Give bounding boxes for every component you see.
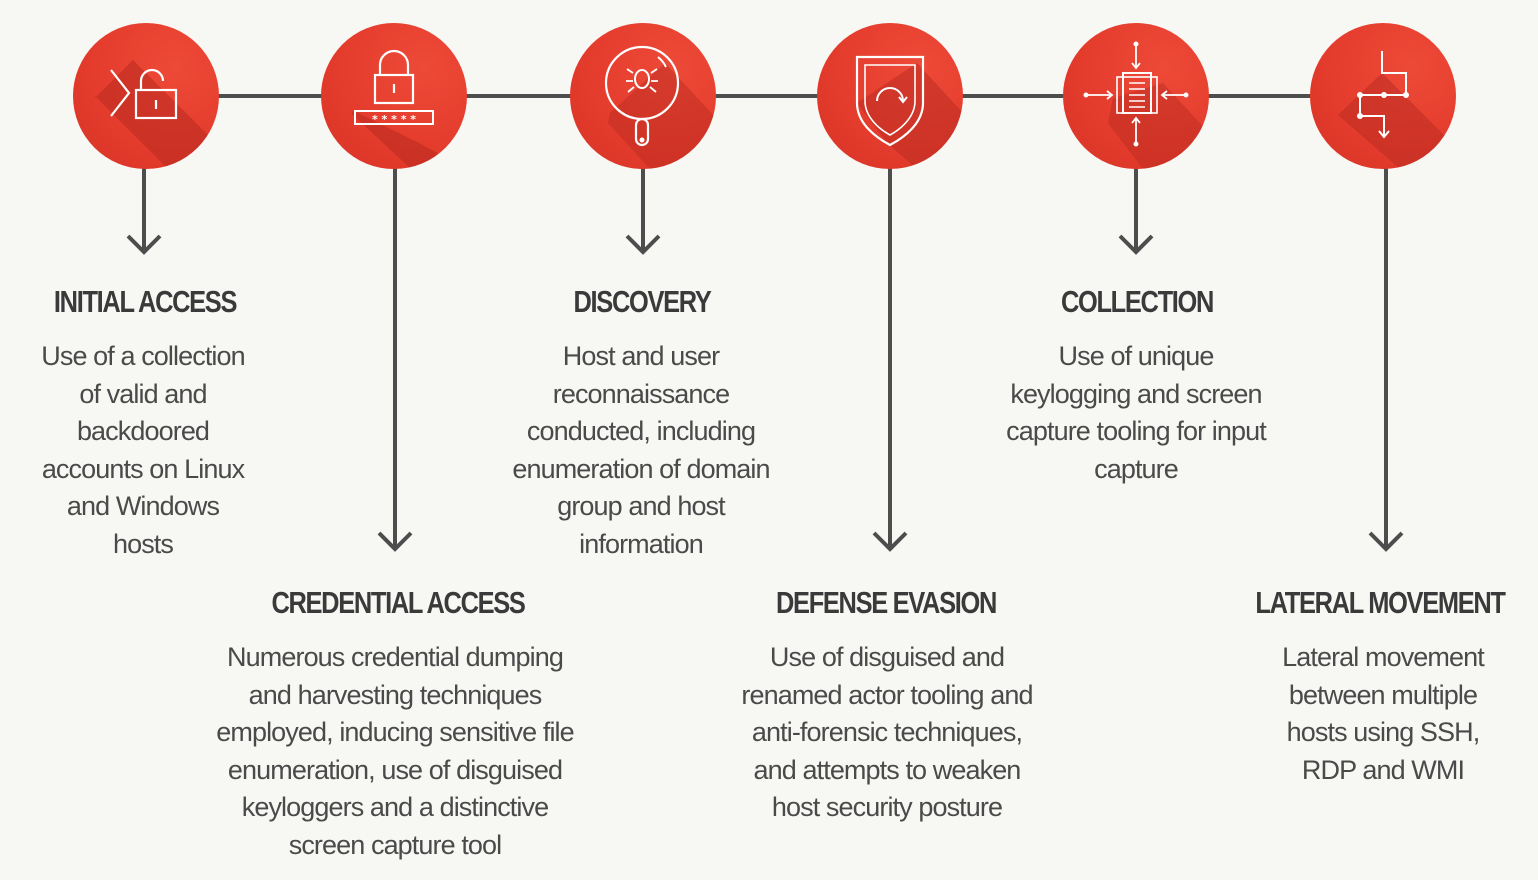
shield-refresh-icon <box>855 55 925 147</box>
stage-title-discovery: DISCOVERY <box>573 284 712 319</box>
node-collection <box>1063 23 1209 169</box>
stage-desc-lateral-movement: Lateral movement between multiple hosts … <box>1282 642 1485 785</box>
stage-title-collection: COLLECTION <box>1060 284 1214 319</box>
lock-password-icon: * * * * * <box>354 49 434 126</box>
document-arrows-icon <box>1083 41 1189 147</box>
node-lateral-movement <box>1310 23 1456 169</box>
stage-title-lateral-movement: LATERAL MOVEMENT <box>1255 585 1506 620</box>
stage-desc-discovery: Host and user reconnaissance conducted, … <box>512 341 770 559</box>
stage-title-defense-evasion: DEFENSE EVASION <box>776 585 997 620</box>
node-defense-evasion <box>817 23 963 169</box>
stage-title-initial-access: INITIAL ACCESS <box>53 284 238 319</box>
stage-desc-defense-evasion: Use of disguised and renamed actor tooli… <box>741 642 1033 822</box>
arrow-credential-access <box>377 160 413 552</box>
stage-title-credential-access: CREDENTIAL ACCESS <box>271 585 525 620</box>
svg-text:* * * * *: * * * * * <box>372 113 416 126</box>
stage-desc-credential-access: Numerous credential dumping and harvesti… <box>216 642 574 860</box>
arrow-initial-access <box>126 160 162 255</box>
node-discovery <box>570 23 716 169</box>
arrow-lateral-movement <box>1368 160 1404 552</box>
arrow-defense-evasion <box>872 160 908 552</box>
arrow-collection <box>1118 160 1154 255</box>
network-path-icon <box>1357 51 1409 139</box>
node-initial-access <box>73 23 219 169</box>
terminal-unlock-icon <box>110 68 178 120</box>
magnifier-bug-icon <box>604 45 680 147</box>
stage-desc-collection: Use of unique keylogging and screen capt… <box>1006 341 1267 484</box>
arrow-discovery <box>625 160 661 255</box>
node-credential-access: * * * * * <box>321 23 467 169</box>
stage-desc-initial-access: Use of a collection of valid and backdoo… <box>41 341 245 559</box>
